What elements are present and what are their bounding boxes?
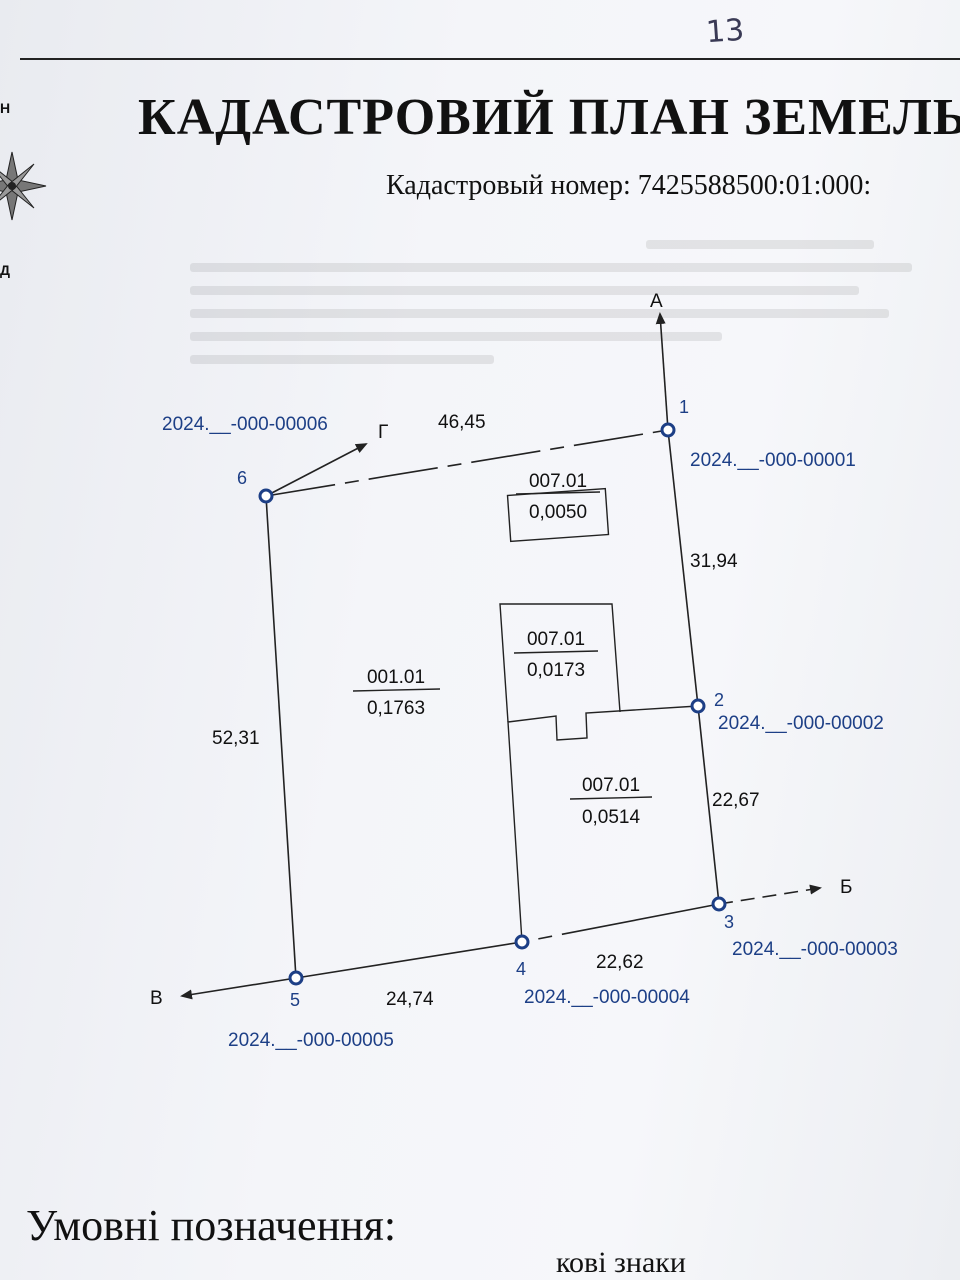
- svg-text:0,1763: 0,1763: [367, 698, 425, 719]
- svg-text:2: 2: [714, 690, 724, 710]
- page-title: КАДАСТРОВИЙ ПЛАН ЗЕМЕЛЬ: [138, 89, 960, 146]
- parcel-label-building: 007.01 0,0173: [513, 629, 599, 681]
- svg-text:2024.__-000-00002: 2024.__-000-00002: [718, 713, 884, 734]
- boundary-2-3: [697, 705, 720, 905]
- legend-item-fragment: кові знаки: [556, 1246, 686, 1279]
- edge-letter-top: Н: [0, 100, 11, 116]
- edge-letter-bottom: Д: [0, 262, 10, 278]
- building-outline: [499, 603, 621, 723]
- axis-letter-c: В: [150, 988, 163, 1009]
- svg-text:0,0514: 0,0514: [582, 807, 641, 828]
- length-6-1: 46,45: [438, 412, 486, 433]
- parcel-label-main: 001.01 0,1763: [352, 667, 441, 719]
- top-rule: [20, 58, 960, 60]
- svg-text:2024.__-000-00005: 2024.__-000-00005: [228, 1030, 394, 1051]
- svg-text:4: 4: [516, 959, 526, 979]
- svg-text:0,0050: 0,0050: [529, 502, 587, 523]
- axis-letter-d: Г: [378, 422, 388, 443]
- boundary-3-4: [521, 903, 720, 943]
- legend-title: Умовні позначення:: [26, 1201, 397, 1250]
- length-5-6: 52,31: [212, 728, 260, 749]
- boundary-point-3: 3 2024.__-000-00003: [711, 896, 898, 960]
- boundary-point-6: 6 2024.__-000-00006: [162, 414, 328, 504]
- axis-b-arrow: [718, 884, 822, 905]
- parcel-label-top: 007.01 0,0050: [515, 471, 601, 523]
- svg-text:007.01: 007.01: [529, 471, 587, 492]
- svg-text:3: 3: [724, 912, 734, 932]
- cadastral-number: Кадастровый номер: 7425588500:01:000:: [386, 170, 872, 201]
- boundary-point-2: 2 2024.__-000-00002: [690, 690, 884, 734]
- svg-text:2024.__-000-00001: 2024.__-000-00001: [690, 450, 856, 471]
- svg-text:007.01: 007.01: [582, 775, 640, 796]
- axis-d-arrow: [265, 443, 368, 497]
- length-2-3: 22,67: [712, 790, 760, 811]
- axis-c-arrow: [180, 977, 297, 1000]
- svg-text:5: 5: [290, 990, 300, 1010]
- svg-text:007.01: 007.01: [527, 629, 585, 650]
- svg-text:2024.__-000-00006: 2024.__-000-00006: [162, 414, 328, 435]
- svg-text:6: 6: [237, 468, 247, 488]
- boundary-1-2: [667, 429, 699, 707]
- axis-a-arrow: [655, 312, 669, 431]
- svg-text:2024.__-000-00003: 2024.__-000-00003: [732, 939, 898, 960]
- svg-text:001.01: 001.01: [367, 667, 425, 688]
- boundary-point-1: 1 2024.__-000-00001: [660, 397, 856, 471]
- length-1-2: 31,94: [690, 551, 738, 572]
- svg-text:2024.__-000-00004: 2024.__-000-00004: [524, 987, 690, 1008]
- boundary-point-4: 4 2024.__-000-00004: [514, 934, 690, 1008]
- boundary-5-6: [265, 495, 297, 979]
- axis-letter-b: Б: [840, 877, 852, 898]
- boundary-4-5: [295, 941, 523, 979]
- length-3-4: 22,62: [596, 952, 644, 973]
- length-4-5: 24,74: [386, 989, 434, 1010]
- compass-rose-icon: [0, 151, 47, 221]
- parcel-label-lower: 007.01 0,0514: [569, 775, 653, 828]
- parcel-frame-0050: [506, 487, 610, 543]
- axis-letter-a: А: [650, 291, 663, 312]
- svg-text:1: 1: [679, 397, 689, 417]
- boundary-point-5: 5 2024.__-000-00005: [228, 970, 394, 1051]
- boundary-6-1: [265, 429, 669, 497]
- svg-text:0,0173: 0,0173: [527, 660, 585, 681]
